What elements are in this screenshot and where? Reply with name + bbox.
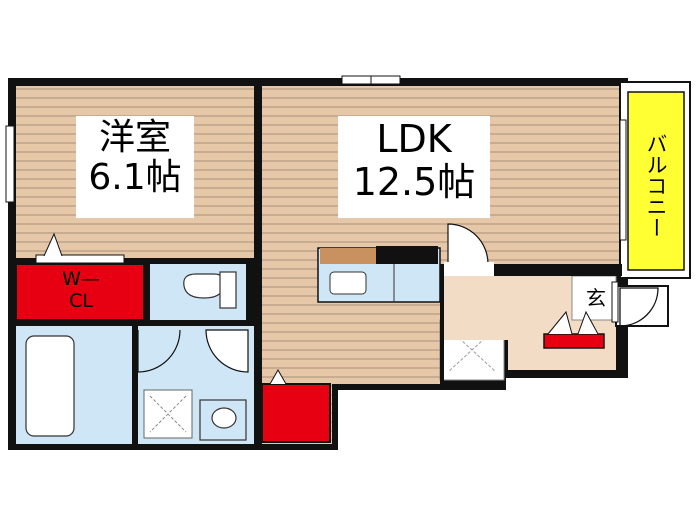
kitchen-range-hood: [320, 248, 376, 264]
western-room-name: 洋室: [98, 117, 171, 158]
ldk-door: [447, 223, 489, 265]
wall-ldk-entrance: [440, 264, 444, 384]
entrance-door: [619, 287, 659, 327]
ldk-door-opening: [444, 262, 494, 276]
wcl-line-2: CL: [69, 290, 93, 312]
kitchen-black-cabinet: [376, 246, 438, 264]
window-left: [5, 125, 15, 203]
western-room-label: 洋室 6.1帖: [76, 116, 194, 218]
shoe-box-door: [547, 310, 599, 335]
wall-closet-toilet: [144, 264, 150, 320]
ldk-size: 12.5帖: [352, 159, 476, 204]
ldk-label: LDK 12.5帖: [338, 116, 490, 218]
balcony-label: バルコニー: [644, 132, 668, 238]
toilet-tank-icon: [219, 271, 237, 309]
sink-icon: [211, 407, 237, 429]
walk-in-closet-label: W— CL: [22, 266, 140, 318]
wall-western-ldk: [254, 86, 262, 384]
wcl-line-1: W—: [62, 268, 100, 290]
entrance-label: 玄: [586, 285, 606, 310]
bath-door: [137, 329, 181, 373]
laundry-cross: [149, 395, 187, 433]
washroom-door: [205, 329, 249, 373]
wall-closet-bottom: [16, 320, 254, 326]
window-balcony: [619, 119, 627, 241]
western-room-size: 6.1帖: [88, 157, 182, 199]
bathtub-icon: [25, 335, 75, 437]
ldk-name: LDK: [376, 117, 452, 161]
storage-closet: [261, 383, 331, 443]
entrance-door-frame: [615, 285, 669, 327]
window-entrance: [611, 281, 619, 323]
shoe-box: [543, 333, 605, 349]
wall-entrance-top: [494, 264, 622, 276]
toilet-icon: [183, 273, 225, 299]
closet-door-leaf: [43, 232, 63, 257]
balcony: [627, 91, 685, 271]
wall-bath-wash: [132, 326, 138, 444]
closet-door-opening: [35, 254, 125, 264]
kitchen-sink: [329, 271, 367, 295]
storage-door: [269, 368, 287, 385]
wall-western-bottom: [16, 258, 254, 264]
